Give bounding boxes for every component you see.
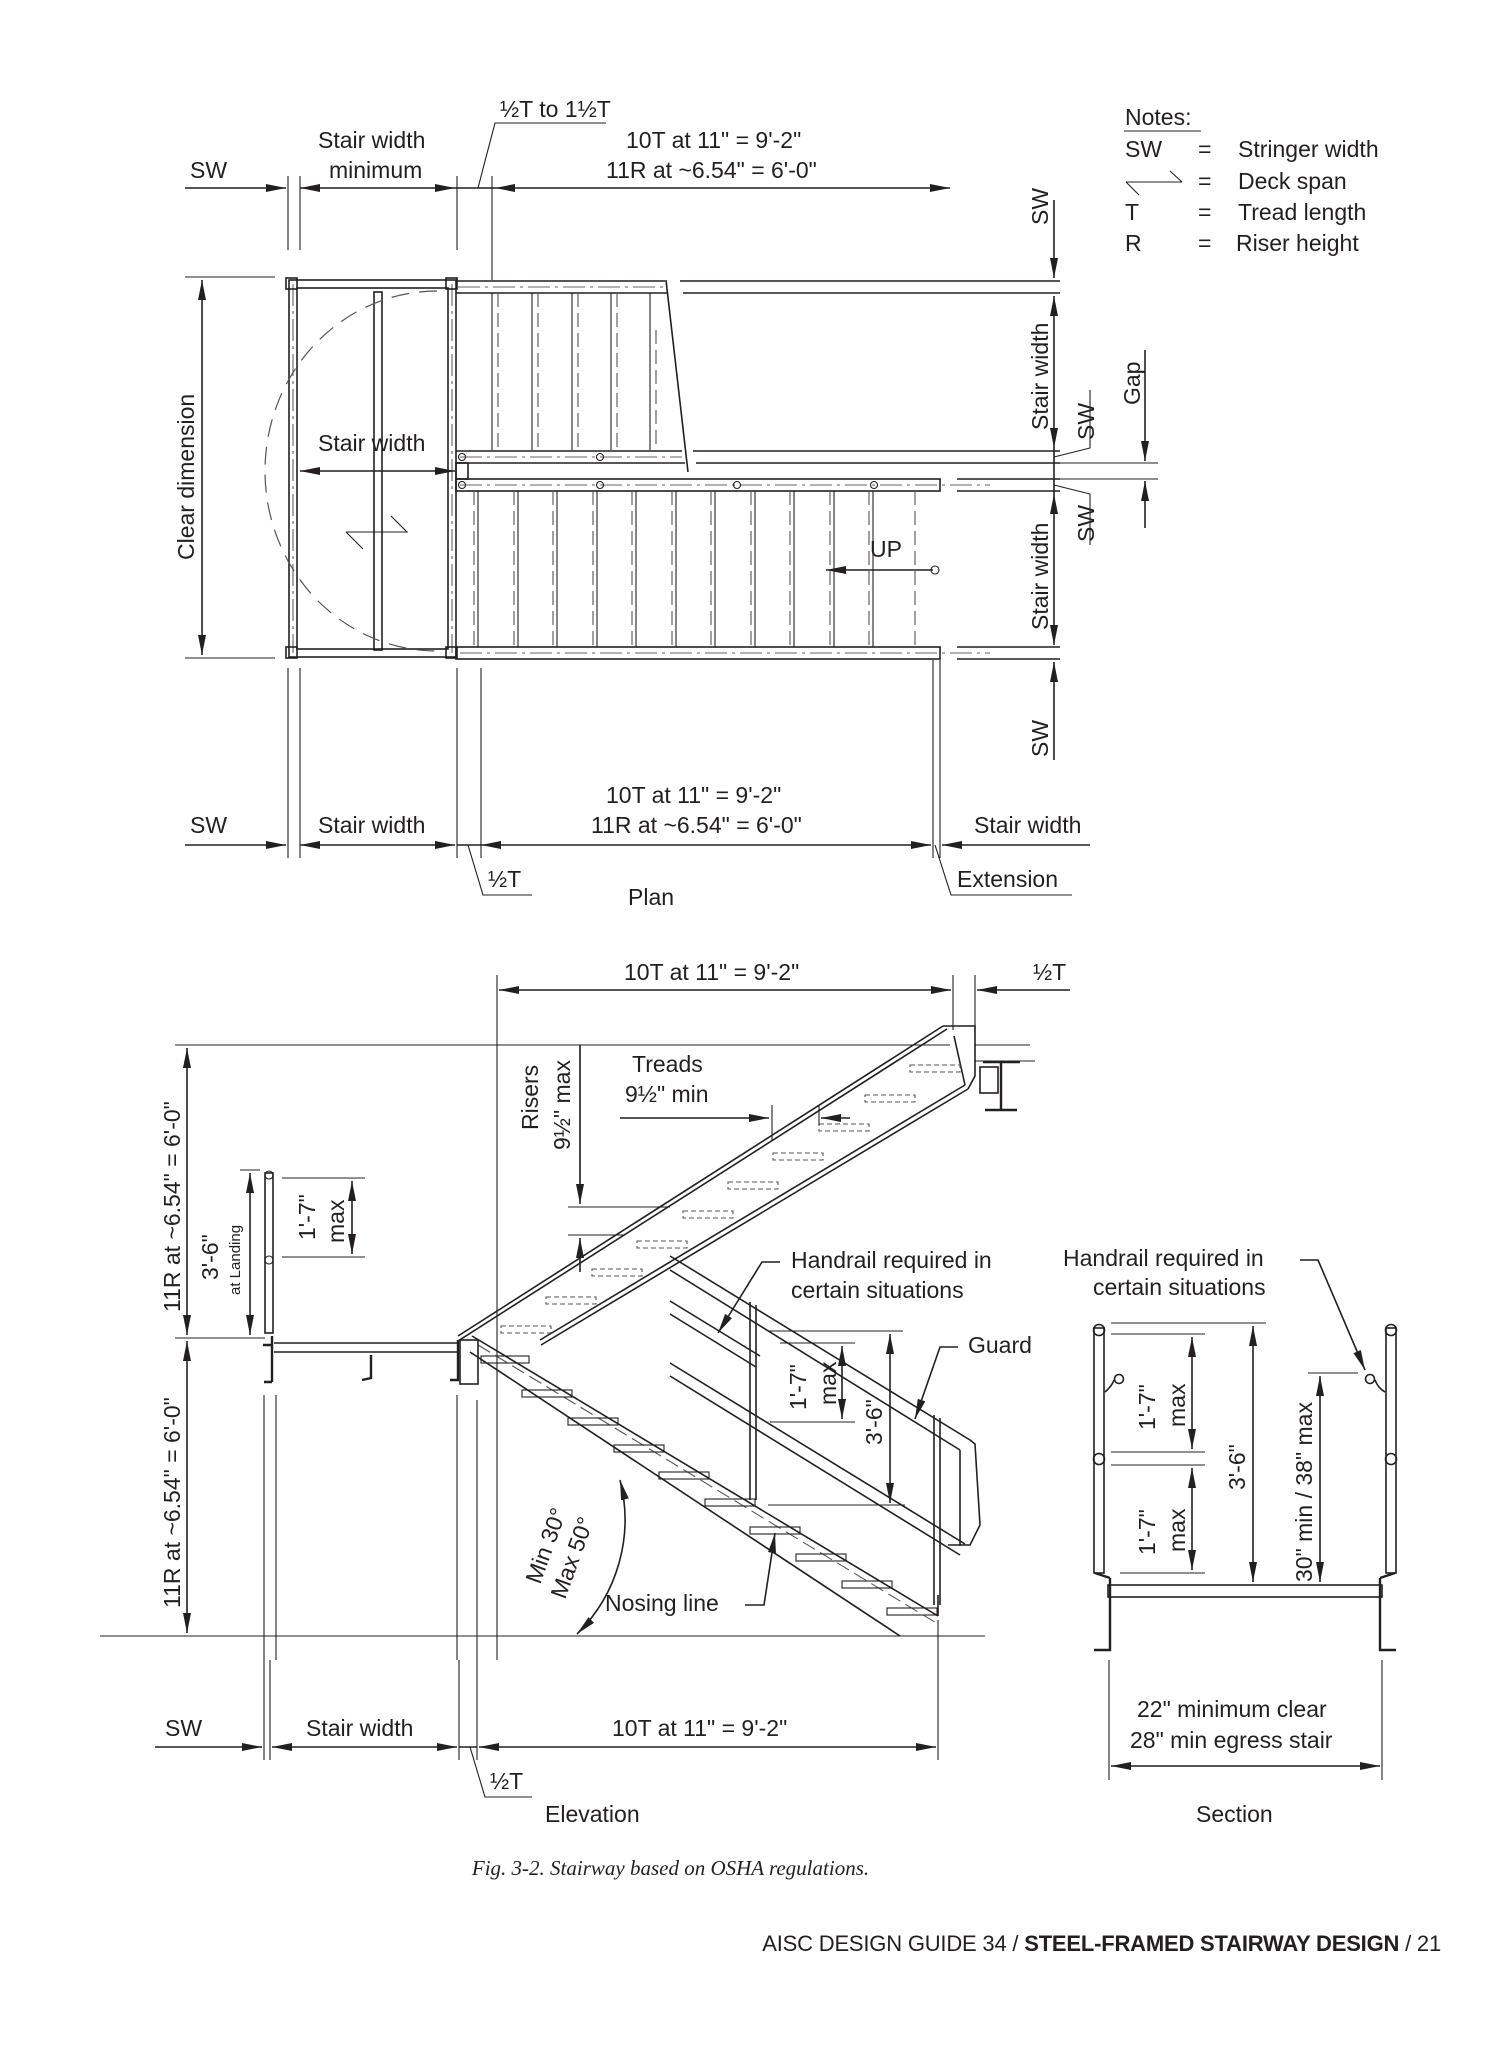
handrail-note-label: Handrail required in xyxy=(791,1247,992,1273)
elevation-bottom-stair-width: Stair width xyxy=(306,1715,413,1741)
risers-label: Risers xyxy=(517,1065,543,1130)
lower-flight-treads xyxy=(480,1355,938,1616)
section-handrail-height-label: 30" min / 38" max xyxy=(1291,1402,1317,1582)
svg-text:max: max xyxy=(323,1199,349,1243)
svg-text:max: max xyxy=(1164,1508,1190,1552)
plan-bottom-sw-label: SW xyxy=(190,812,227,838)
section-title: Section xyxy=(1196,1801,1273,1827)
note-deck-span: Deck span xyxy=(1238,168,1347,194)
svg-text:max: max xyxy=(1164,1383,1190,1427)
svg-text:minimum: minimum xyxy=(329,157,422,183)
section-guard-height-label: 3'-6" xyxy=(1224,1444,1250,1490)
svg-text:at Landing: at Landing xyxy=(227,1225,244,1295)
plan-bottom-treads-label: 10T at 11" = 9'-2" xyxy=(606,782,781,808)
landing-rail-spacing-label: 1'-7" xyxy=(294,1194,320,1240)
plan-title: Plan xyxy=(628,884,674,910)
plan-half-t-label: ½T xyxy=(488,866,521,892)
lower-flight-treads xyxy=(473,491,916,647)
plan-bottom-stair-width-left: Stair width xyxy=(318,812,425,838)
svg-text:certain situations: certain situations xyxy=(791,1277,964,1303)
guard-label: Guard xyxy=(968,1332,1032,1358)
section-upper-rail-spacing-label: 1'-7" xyxy=(1134,1384,1160,1430)
gap-label: Gap xyxy=(1119,362,1145,405)
landing-stair-width-label: Stair width xyxy=(318,430,425,456)
plan-bottom-risers-label: 11R at ~6.54" = 6'-0" xyxy=(591,812,802,838)
stair-width-min-label: Stair width xyxy=(318,127,425,153)
svg-text:=: = xyxy=(1198,136,1211,162)
section-egress-width-label: 28" min egress stair xyxy=(1130,1727,1333,1753)
svg-text:=: = xyxy=(1198,230,1211,256)
note-riser-height: Riser height xyxy=(1236,230,1359,256)
plan-top-treads-label: 10T at 11" = 9'-2" xyxy=(626,127,801,153)
page-footer: AISC DESIGN GUIDE 34 / STEEL-FRAMED STAI… xyxy=(762,1931,1441,1956)
note-tread-length: Tread length xyxy=(1238,199,1366,225)
plan-view: ½T to 1½T SW Stair width minimum 10T at … xyxy=(173,96,1158,910)
elevation-top-half-t-label: ½T xyxy=(1033,959,1066,985)
treads-label: Treads xyxy=(632,1051,703,1077)
svg-text:=: = xyxy=(1198,168,1211,194)
risers-value-label: 9½" max xyxy=(549,1060,575,1150)
up-direction-label: UP xyxy=(870,536,902,562)
elevation-title: Elevation xyxy=(545,1801,640,1827)
footer-title: STEEL-FRAMED STAIRWAY DESIGN xyxy=(1024,1931,1400,1956)
svg-text:=: = xyxy=(1198,199,1211,225)
section-clear-width-label: 22" minimum clear xyxy=(1137,1696,1327,1722)
stair-rail-spacing-label: 1'-7" xyxy=(785,1364,811,1410)
note-symbol-t: T xyxy=(1125,199,1139,225)
right-sw-top-label: SW xyxy=(1027,188,1053,225)
plan-top-sw-label: SW xyxy=(190,157,227,183)
elevation-bottom-treads-label: 10T at 11" = 9'-2" xyxy=(612,1715,787,1741)
treads-value-label: 9½" min xyxy=(625,1081,709,1107)
landing-guard-height-label: 3'-6" xyxy=(197,1234,223,1280)
svg-text:certain situations: certain situations xyxy=(1093,1274,1266,1300)
plan-bottom-stair-width-right: Stair width xyxy=(974,812,1081,838)
elevation-view: 10T at 11" = 9'-2" ½T 11R at ~6.54" = 6'… xyxy=(100,959,1070,1827)
note-symbol-r: R xyxy=(1125,230,1142,256)
figure-caption: Fig. 3-2. Stairway based on OSHA regulat… xyxy=(471,1856,870,1880)
section-view: Handrail required in certain situations … xyxy=(1063,1245,1398,1827)
notes-title: Notes: xyxy=(1125,104,1191,130)
plan-top-risers-label: 11R at ~6.54" = 6'-0" xyxy=(606,157,817,183)
extension-label: Extension xyxy=(957,866,1058,892)
elevation-top-treads-label: 10T at 11" = 9'-2" xyxy=(624,959,799,985)
right-sw-lower-label: SW xyxy=(1073,505,1099,542)
elevation-half-t-label: ½T xyxy=(490,1768,523,1794)
note-symbol-sw: SW xyxy=(1125,136,1162,162)
notes-legend: Notes: SW = Stringer width = Deck span T… xyxy=(1124,104,1379,256)
section-handrail-note-label: Handrail required in xyxy=(1063,1245,1264,1271)
right-sw-upper-label: SW xyxy=(1073,403,1099,440)
elevation-bottom-sw-label: SW xyxy=(165,1715,202,1741)
right-sw-bottom-label: SW xyxy=(1027,720,1053,757)
deck-span-icon xyxy=(345,515,409,550)
svg-text:max: max xyxy=(815,1361,841,1405)
lower-risers-dim-label: 11R at ~6.54" = 6'-0" xyxy=(159,1397,185,1608)
stair-guard-height-label: 3'-6" xyxy=(861,1399,887,1445)
section-lower-rail-spacing-label: 1'-7" xyxy=(1134,1509,1160,1555)
clear-dimension-label: Clear dimension xyxy=(173,394,199,560)
upper-flight-treads xyxy=(500,1064,961,1334)
right-stair-width-upper-label: Stair width xyxy=(1027,323,1053,430)
guard-rail xyxy=(669,1255,981,1605)
nosing-line-label: Nosing line xyxy=(605,1590,719,1616)
right-stair-width-lower-label: Stair width xyxy=(1027,523,1053,630)
page-number: / 21 xyxy=(1399,1931,1441,1956)
half-t-range-label: ½T to 1½T xyxy=(500,96,611,122)
deck-span-icon xyxy=(1125,170,1183,196)
upper-flight-treads xyxy=(491,293,657,450)
upper-risers-dim-label: 11R at ~6.54" = 6'-0" xyxy=(159,1101,185,1312)
note-stringer-width: Stringer width xyxy=(1238,136,1379,162)
